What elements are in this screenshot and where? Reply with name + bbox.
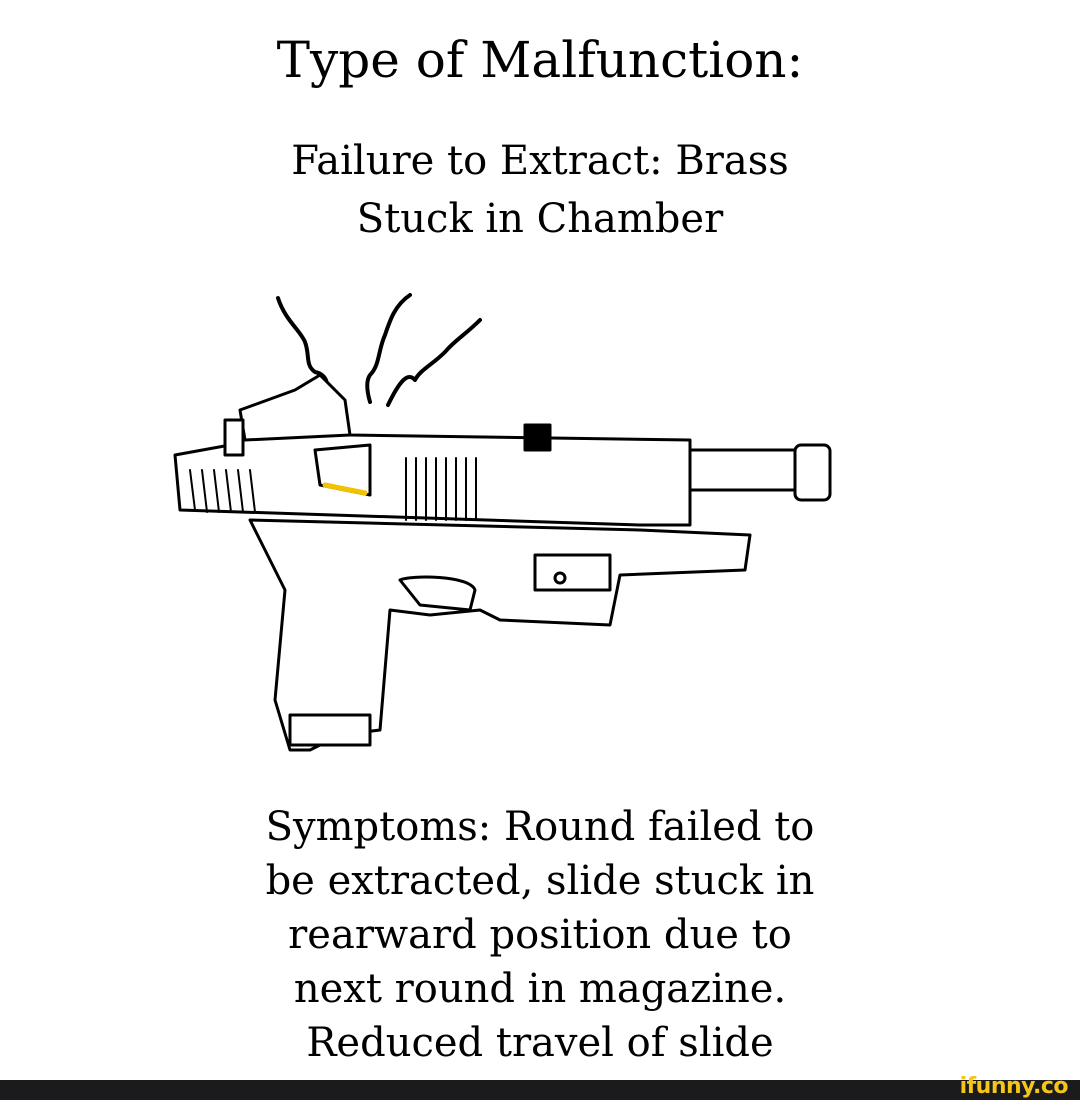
symptoms-line-3: rearward position due to	[288, 912, 792, 958]
symptoms-line-2: be extracted, slide stuck in	[265, 858, 815, 904]
ifunny-watermark: ifunny.co	[959, 1074, 1069, 1099]
symptoms-line-5: Reduced travel of slide	[306, 1020, 774, 1066]
subtitle-line-1: Failure to Extract: Brass	[291, 138, 789, 184]
symptoms-line-1: Symptoms: Round failed to	[265, 804, 815, 850]
watermark-bar: ifunny.co	[0, 1074, 1080, 1100]
symptoms-text: Symptoms: Round failed to be extracted, …	[0, 800, 1080, 1070]
pistol-illustration	[173, 293, 832, 752]
barrel-icon	[688, 443, 832, 502]
subtitle-line-2: Stuck in Chamber	[356, 196, 724, 242]
symptoms-line-4: next round in magazine.	[293, 966, 787, 1012]
malfunction-type: Failure to Extract: Brass Stuck in Chamb…	[0, 132, 1080, 248]
slide-icon	[173, 373, 692, 527]
page-title: Type of Malfunction:	[276, 31, 804, 89]
frame-icon	[248, 518, 752, 752]
